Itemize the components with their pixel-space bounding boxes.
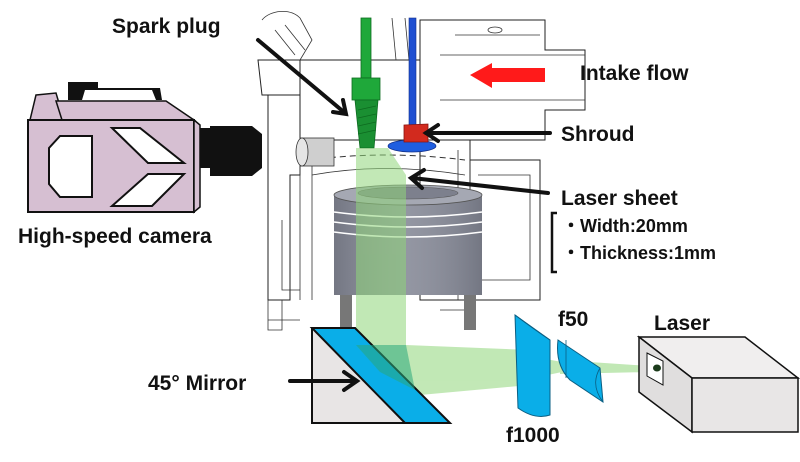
lens-f1000	[514, 314, 551, 417]
lens-f50	[557, 339, 604, 403]
intake-valve	[387, 17, 437, 153]
mirror-45	[309, 327, 453, 424]
lens-f1000-label: f1000	[506, 424, 560, 447]
width-spec: ・Width:20mm	[562, 216, 688, 236]
shroud	[403, 123, 429, 143]
laser-label: Laser	[654, 312, 710, 335]
optical-window	[295, 137, 335, 167]
laser-sheet-arrowhead	[407, 168, 426, 190]
spark-plug-label: Spark plug	[112, 15, 221, 38]
laser-unit	[636, 335, 800, 434]
spark-plug-arrow	[256, 38, 347, 115]
mirror-label: 45° Mirror	[148, 372, 246, 395]
camera-label: High-speed camera	[18, 225, 212, 248]
lens-f50-label: f50	[558, 308, 588, 331]
spark-plug-arrowhead	[331, 98, 349, 117]
shroud-arrowhead	[422, 123, 440, 143]
arrow-icon	[256, 38, 552, 392]
shroud-label: Shroud	[561, 123, 635, 146]
laser-sheet-label: Laser sheet	[561, 187, 678, 210]
thickness-spec: ・Thickness:1mm	[562, 243, 716, 263]
video-camera-icon	[27, 82, 262, 214]
mirror-arrowhead	[342, 370, 361, 392]
intake-flow-label: Intake flow	[580, 62, 689, 85]
spec-bracket	[550, 211, 557, 274]
laser-sheet-arrow	[410, 176, 550, 195]
spark-plug	[351, 17, 381, 149]
arrow-left-icon	[470, 63, 545, 88]
